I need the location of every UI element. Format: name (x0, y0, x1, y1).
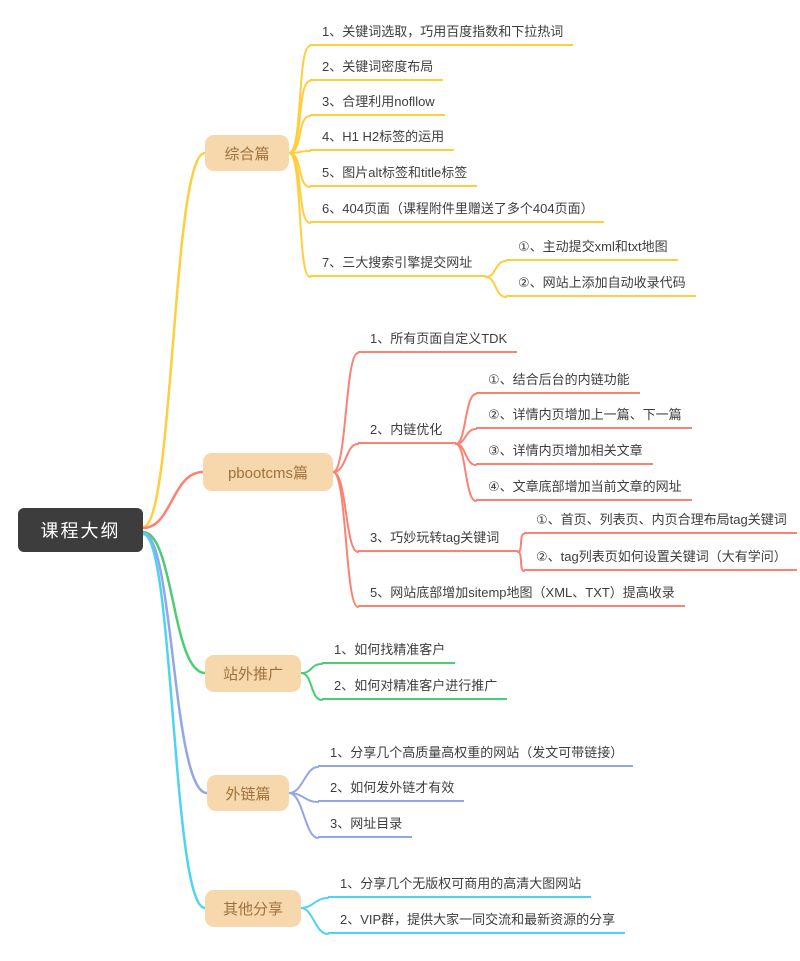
leaf-subtopic[interactable]: ①、首页、列表页、内页合理布局tag关键词 (524, 512, 797, 534)
branch-node-4[interactable]: 其他分享 (205, 890, 301, 927)
leaf-topic[interactable]: 2、VIP群，提供大家一同交流和最新资源的分享 (328, 912, 626, 934)
leaf-topic[interactable]: 5、网站底部增加sitemp地图（XML、TXT）提高收录 (358, 585, 685, 607)
connector (300, 897, 329, 909)
branch-node-1[interactable]: pbootcms篇 (203, 453, 333, 491)
connector (288, 766, 319, 794)
connector (141, 470, 205, 530)
connector (455, 393, 477, 445)
connector (332, 471, 359, 608)
leaf-topic[interactable]: 7、三大搜索引擎提交网址 (310, 255, 486, 277)
leaf-topic[interactable]: 3、合理利用nofllow (310, 94, 445, 116)
leaf-subtopic[interactable]: ①、主动提交xml和txt地图 (506, 239, 678, 261)
leaf-subtopic[interactable]: ②、tag列表页如何设置关键词（大有学问） (524, 549, 797, 571)
leaf-subtopic[interactable]: ②、详情内页增加上一篇、下一篇 (476, 407, 692, 429)
leaf-topic[interactable]: 2、关键词密度布局 (310, 59, 444, 81)
leaf-topic[interactable]: 3、网址目录 (318, 816, 413, 838)
leaf-topic[interactable]: 1、分享几个无版权可商用的高清大图网站 (328, 876, 592, 898)
leaf-subtopic[interactable]: ②、网站上添加自动收录代码 (506, 275, 696, 297)
leaf-topic[interactable]: 6、404页面（课程附件里赠送了多个404页面） (310, 201, 604, 223)
connector (517, 551, 525, 572)
leaf-topic[interactable]: 2、内链优化 (358, 422, 456, 444)
connector (485, 276, 507, 298)
branch-node-3[interactable]: 外链篇 (207, 775, 289, 811)
connector (332, 443, 359, 473)
leaf-topic[interactable]: 4、H1 H2标签的运用 (310, 129, 455, 151)
connector (485, 260, 507, 278)
leaf-topic[interactable]: 3、巧妙玩转tag关键词 (358, 530, 518, 552)
connector (141, 532, 207, 910)
connector (455, 443, 477, 502)
connector (141, 151, 207, 529)
leaf-topic[interactable]: 2、如何发外链才有效 (318, 780, 465, 802)
connector (300, 663, 323, 674)
leaf-topic[interactable]: 1、分享几个高质量高权重的网站（发文可带链接） (318, 745, 634, 767)
branch-node-0[interactable]: 综合篇 (205, 135, 289, 171)
leaf-topic[interactable]: 1、所有页面自定义TDK (358, 331, 518, 353)
leaf-subtopic[interactable]: ①、结合后台的内链功能 (476, 372, 640, 394)
leaf-subtopic[interactable]: ③、详情内页增加相关文章 (476, 443, 653, 465)
connector (288, 152, 311, 278)
connector (300, 672, 323, 701)
leaf-topic[interactable]: 2、如何对精准客户进行推广 (322, 678, 508, 700)
connector (141, 530, 207, 675)
leaf-topic[interactable]: 5、图片alt标签和title标签 (310, 165, 478, 187)
branch-node-2[interactable]: 站外推广 (205, 655, 301, 692)
leaf-topic[interactable]: 1、关键词选取，巧用百度指数和下拉热词 (310, 24, 574, 46)
leaf-topic[interactable]: 1、如何找精准客户 (322, 642, 456, 664)
connector (288, 792, 319, 839)
connector (141, 531, 209, 795)
connector (300, 907, 329, 935)
leaf-subtopic[interactable]: ④、文章底部增加当前文章的网址 (476, 479, 692, 501)
root-topic[interactable]: 课程大纲 (18, 508, 143, 552)
connector (332, 352, 359, 473)
